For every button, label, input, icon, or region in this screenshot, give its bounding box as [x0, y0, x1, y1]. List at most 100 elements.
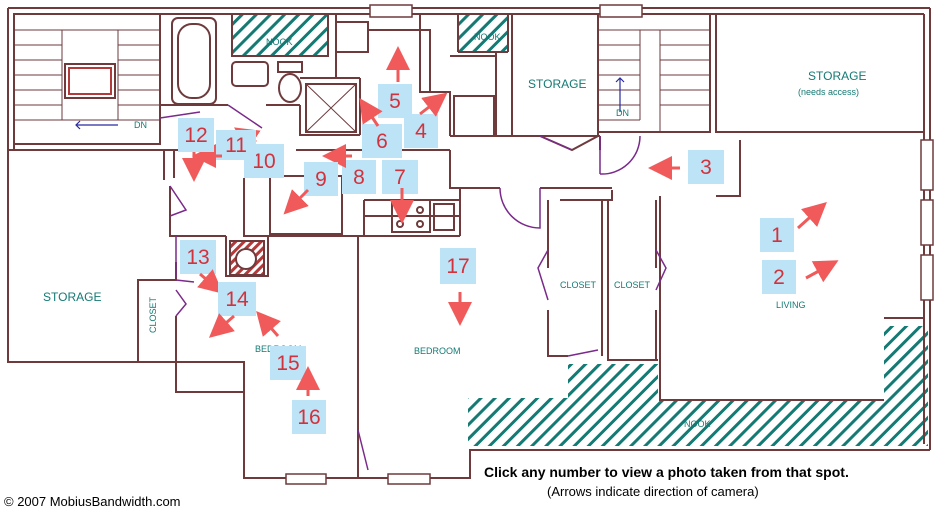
- camera-spot-15[interactable]: 15: [256, 310, 306, 380]
- camera-spot-box[interactable]: [760, 218, 794, 252]
- storage-right-label: STORAGE: [808, 69, 866, 83]
- door-mid-storage: [539, 135, 573, 151]
- camera-spot-number[interactable]: 2: [773, 266, 785, 289]
- door-closet-mid: [537, 249, 549, 301]
- camera-spot-12[interactable]: 12: [178, 118, 214, 182]
- toilet: [278, 73, 302, 103]
- camera-spot-11[interactable]: 11: [192, 130, 256, 168]
- camera-spot-number[interactable]: 3: [700, 156, 712, 179]
- left-stair-steps: [14, 29, 160, 121]
- camera-spot-box[interactable]: [292, 400, 326, 434]
- camera-spot-1[interactable]: 1: [760, 201, 827, 252]
- storage-left-label: STORAGE: [43, 290, 101, 304]
- outer-wall-right: [923, 8, 931, 450]
- left-skylight-inner: [68, 67, 112, 95]
- camera-spot-17[interactable]: 17: [440, 248, 476, 326]
- camera-spot-box[interactable]: [382, 160, 418, 194]
- camera-spot-box[interactable]: [342, 160, 376, 194]
- camera-spot-6[interactable]: 6: [359, 98, 402, 158]
- kitchen-counter: [368, 29, 496, 92]
- camera-spot-box[interactable]: [440, 248, 476, 284]
- door-bath: [159, 104, 263, 129]
- camera-spot-2[interactable]: 2: [762, 260, 839, 294]
- camera-spot-number[interactable]: 1: [771, 224, 783, 247]
- camera-spot-number[interactable]: 4: [415, 120, 427, 143]
- living-walls: [659, 140, 924, 401]
- nook-top-label: NOOK: [266, 37, 293, 47]
- camera-direction-arrow: [256, 310, 281, 337]
- shower: [305, 83, 357, 133]
- camera-direction-arrow: [419, 92, 448, 117]
- bathtub-inner: [177, 23, 211, 99]
- camera-spot-number[interactable]: 12: [184, 124, 207, 147]
- door-bedroom-mid: [357, 429, 369, 471]
- window: [920, 199, 934, 246]
- camera-spot-5[interactable]: 5: [378, 46, 412, 118]
- footer-instruction: Click any number to view a photo taken f…: [484, 464, 849, 480]
- door-bedroom-left: [175, 236, 195, 283]
- camera-spot-box[interactable]: [178, 118, 214, 152]
- camera-direction-arrow: [283, 188, 310, 215]
- window: [920, 254, 934, 301]
- door-closet-right: [655, 249, 667, 291]
- camera-spot-box[interactable]: [762, 260, 796, 294]
- window: [285, 473, 327, 485]
- camera-spot-box[interactable]: [304, 162, 338, 196]
- camera-spot-9[interactable]: 9: [283, 162, 338, 215]
- camera-direction-arrow: [805, 260, 839, 283]
- camera-spot-box[interactable]: [180, 240, 216, 274]
- window: [920, 139, 934, 191]
- shower-x: [305, 83, 357, 133]
- door-left-storage: [169, 185, 188, 217]
- stair-arrow-left: [75, 120, 118, 130]
- walls: [7, 7, 931, 479]
- left-storage-walls: [8, 149, 177, 363]
- camera-spot-number[interactable]: 5: [389, 90, 401, 113]
- camera-spot-number[interactable]: 14: [225, 288, 249, 311]
- chimney-flue: [235, 248, 257, 270]
- stair-arrow-right: [615, 77, 625, 112]
- camera-spot-box[interactable]: [688, 150, 724, 184]
- camera-spot-number[interactable]: 11: [225, 134, 247, 157]
- camera-spot-box[interactable]: [218, 282, 256, 316]
- window: [599, 4, 643, 18]
- camera-spot-16[interactable]: 16: [292, 366, 326, 434]
- camera-spot-number[interactable]: 9: [315, 168, 327, 191]
- camera-direction-arrow: [359, 98, 383, 127]
- camera-spot-number[interactable]: 8: [353, 166, 365, 189]
- camera-spot-box[interactable]: [362, 124, 402, 158]
- camera-spot-box[interactable]: [378, 84, 412, 118]
- nook-bottom-label: NOOK: [684, 419, 711, 429]
- camera-spot-number[interactable]: 7: [394, 166, 406, 189]
- camera-spot-8[interactable]: 8: [322, 144, 376, 194]
- camera-spot-number[interactable]: 16: [297, 406, 320, 429]
- nook-top-fill: [232, 14, 328, 56]
- camera-spot-7[interactable]: 7: [382, 160, 418, 224]
- camera-direction-arrow: [796, 201, 827, 230]
- right-storage-walls: [715, 14, 924, 133]
- camera-spot-3[interactable]: 3: [648, 150, 724, 184]
- camera-spot-number[interactable]: 13: [186, 246, 209, 269]
- door-stair-right: [599, 135, 641, 175]
- right-stair-steps: [598, 29, 710, 132]
- nook-small-label: NOOK: [474, 32, 501, 42]
- camera-direction-arrow: [208, 313, 235, 338]
- camera-spot-number[interactable]: 6: [376, 130, 388, 153]
- door-closet-left: [175, 289, 187, 317]
- camera-direction-arrow: [197, 269, 224, 294]
- bedroom-mid-label: BEDROOM: [414, 346, 461, 356]
- camera-spot-13[interactable]: 13: [180, 240, 224, 294]
- windows: [285, 4, 934, 485]
- camera-spot-number[interactable]: 10: [252, 150, 275, 173]
- camera-spot-number[interactable]: 17: [446, 255, 469, 278]
- camera-spot-box[interactable]: [404, 114, 438, 148]
- camera-spot-number[interactable]: 15: [276, 352, 299, 375]
- camera-spot-box[interactable]: [216, 130, 256, 160]
- closet-right-label: CLOSET: [614, 280, 651, 290]
- window: [369, 4, 413, 18]
- closet-mid-label: CLOSET: [560, 280, 597, 290]
- camera-spot-14[interactable]: 14: [208, 282, 256, 338]
- camera-spot-4[interactable]: 4: [404, 92, 448, 148]
